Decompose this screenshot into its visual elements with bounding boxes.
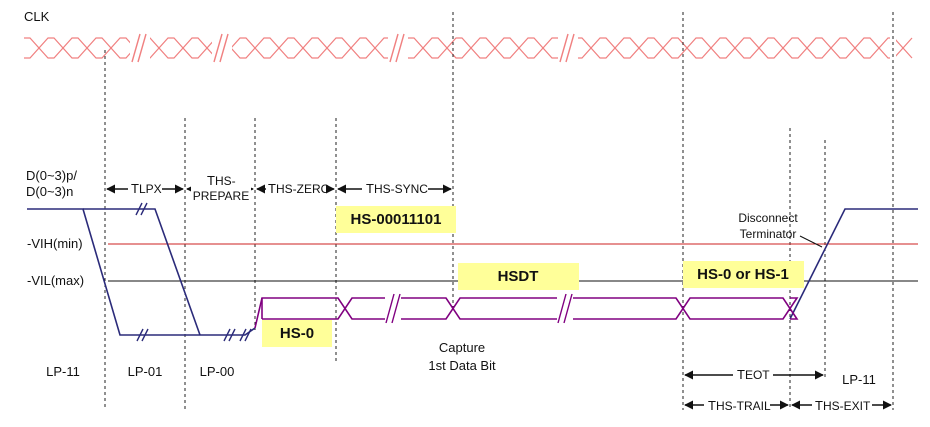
lp-data-waveform	[27, 202, 918, 342]
hs0-box	[262, 320, 332, 347]
thsexit-main: T	[815, 398, 823, 413]
lp-dn-trace	[83, 208, 201, 336]
state-lp11-start: LP-11	[46, 364, 80, 379]
hs-data-waveform	[254, 293, 799, 329]
sync-box	[336, 206, 456, 233]
tlpx-sub: LPX	[139, 182, 162, 196]
teot-sub: EOT	[745, 368, 770, 382]
thssync-sub: HS-SYNC	[374, 182, 428, 196]
data-lane-label-line1: D(0~3)p/	[26, 168, 77, 183]
lp-break-marks	[135, 202, 252, 342]
capture-sublabel: 1st Data Bit	[428, 358, 496, 373]
thsprep-main: T	[207, 173, 215, 188]
hs-trace-a	[254, 297, 799, 329]
clock-break-mark	[137, 33, 147, 63]
trail-box-label: HS-0 or HS-1	[697, 266, 789, 283]
state-lp00: LP-00	[200, 364, 235, 379]
hsdt-box-label: HSDT	[498, 268, 539, 285]
thsprep-sub2: PREPARE	[193, 189, 249, 203]
thsprep-label: THS-	[207, 173, 236, 188]
lp-dp-trace	[27, 208, 256, 336]
hsdt-box	[458, 263, 579, 290]
hs-break-mark	[557, 293, 567, 324]
clock-break-mark	[131, 33, 141, 63]
hs-break-mark	[391, 293, 401, 324]
sync-box-label: HS-00011101	[351, 211, 442, 228]
data-lane-label-line2: D(0~3)n	[26, 184, 73, 199]
hs-break-mark	[563, 293, 573, 324]
clk-label: CLK	[24, 9, 50, 24]
disconnect-label: Disconnect	[738, 211, 798, 225]
thszero-main: T	[268, 181, 276, 196]
terminator-pointer	[799, 235, 823, 248]
capture-label: Capture	[439, 340, 485, 355]
thssync-main: T	[366, 181, 374, 196]
clock-break-mark	[565, 33, 575, 63]
thszero-sub: HS-ZERO	[276, 182, 330, 196]
hs-break-mark	[385, 293, 395, 324]
thstrail-main: T	[708, 398, 716, 413]
lp-return-trace	[789, 208, 918, 320]
hs0-box-label: HS-0	[280, 325, 314, 342]
tlpx-main: T	[131, 181, 139, 196]
tlpx-label: TLPX	[131, 181, 162, 196]
clock-trace-negative	[24, 37, 913, 59]
clock-break-mark	[219, 33, 229, 63]
vih-label: -VIH(min)	[27, 236, 83, 251]
thsprep-sub1: HS-	[215, 174, 236, 188]
clock-waveform	[24, 32, 913, 64]
state-lp11-end: LP-11	[842, 372, 876, 387]
clock-break-mark	[389, 33, 399, 63]
clock-trace-positive	[24, 37, 913, 59]
thsexit-sub: HS-EXIT	[823, 399, 871, 413]
thszero-label: THS-ZERO	[268, 181, 330, 196]
teot-label: TEOT	[737, 367, 770, 382]
state-lp01: LP-01	[128, 364, 163, 379]
clock-break-mark	[395, 33, 405, 63]
trail-box	[683, 261, 804, 288]
timing-markers	[104, 12, 894, 410]
thssync-label: THS-SYNC	[366, 181, 428, 196]
terminator-label: Terminator	[740, 227, 797, 241]
thstrail-label: THS-TRAIL	[708, 398, 771, 413]
teot-main: T	[737, 367, 745, 382]
hs-trace-b	[262, 297, 799, 320]
clock-break-mark	[559, 33, 569, 63]
thsexit-label: THS-EXIT	[815, 398, 871, 413]
vil-label: -VIL(max)	[27, 273, 84, 288]
thstrail-sub: HS-TRAIL	[716, 399, 771, 413]
clock-break-mark	[213, 33, 223, 63]
